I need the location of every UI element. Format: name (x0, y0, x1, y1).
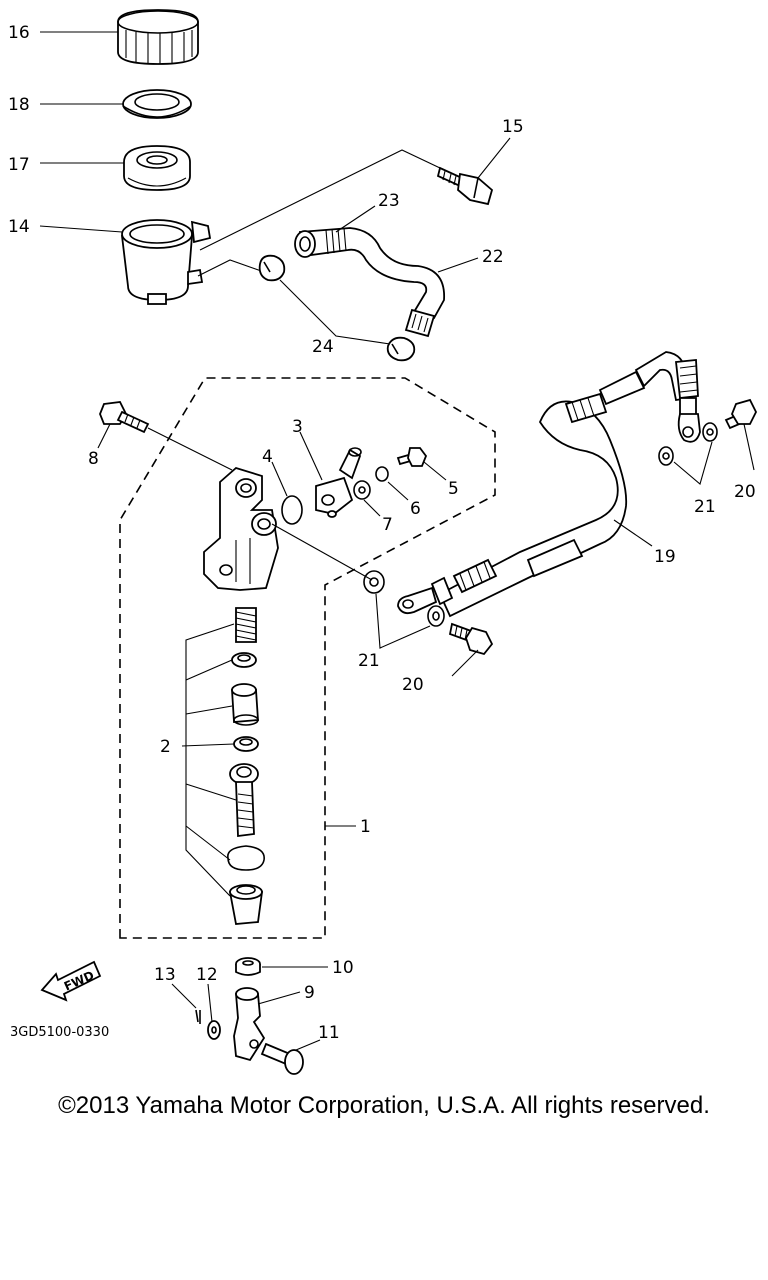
callout-8: 8 (88, 449, 99, 469)
part-11-pin (260, 1042, 304, 1075)
part-1-assembly-boundary (119, 377, 496, 939)
exploded-view-drawing: FWD 16 18 17 14 15 23 22 24 3 4 8 5 6 7 … (8, 9, 758, 1075)
part-21-washer-upper (658, 422, 718, 466)
part-6-washer (375, 466, 389, 482)
callout-2: 2 (160, 737, 171, 757)
master-cylinder-body (203, 466, 279, 591)
part-code: 3GD5100-0330 (10, 1025, 109, 1040)
callout-20-lower: 20 (402, 675, 424, 695)
callout-11: 11 (318, 1023, 340, 1043)
part-16-reservoir-cap (117, 9, 199, 65)
part-22-23-reservoir-hose (294, 227, 445, 338)
callout-16: 16 (8, 23, 30, 43)
part-19-brake-hose (397, 351, 701, 618)
part-14-reservoir (120, 219, 212, 305)
callout-18: 18 (8, 95, 30, 115)
callout-22: 22 (482, 247, 504, 267)
callout-14: 14 (8, 217, 30, 237)
part-2-piston-kit (227, 607, 265, 925)
callout-10: 10 (332, 958, 354, 978)
part-12-washer (207, 1020, 221, 1040)
part-20-union-bolt-lower (448, 622, 494, 656)
part-24-hose-clip (258, 254, 416, 362)
part-18-diaphragm-plate (122, 89, 192, 119)
part-20-union-bolt-upper (724, 398, 758, 430)
callout-15: 15 (502, 117, 524, 137)
part-7-washer (353, 480, 371, 500)
copyright-notice: ©2013 Yamaha Motor Corporation, U.S.A. A… (58, 1092, 710, 1119)
callout-20-upper: 20 (734, 482, 756, 502)
callout-4: 4 (262, 447, 273, 467)
part-15-bolt (436, 166, 494, 206)
callout-19: 19 (654, 547, 676, 567)
fwd-arrow-icon: FWD (40, 960, 102, 1002)
part-8-bolt (99, 401, 150, 434)
callout-17: 17 (8, 155, 30, 175)
part-4-o-ring (281, 495, 303, 525)
part-21-washer-lower (363, 570, 445, 627)
callout-7: 7 (382, 515, 393, 535)
callout-23: 23 (378, 191, 400, 211)
callout-21-lower: 21 (358, 651, 380, 671)
part-10-nut (235, 957, 261, 976)
callout-13: 13 (154, 965, 176, 985)
callout-12: 12 (196, 965, 218, 985)
callout-1: 1 (360, 817, 371, 837)
callout-6: 6 (410, 499, 421, 519)
callout-21-upper: 21 (694, 497, 716, 517)
callout-9: 9 (304, 983, 315, 1003)
part-5-screw (396, 447, 428, 467)
part-3-hose-joint (315, 447, 362, 518)
part-17-diaphragm (123, 145, 191, 191)
callout-24: 24 (312, 337, 334, 357)
callout-3: 3 (292, 417, 303, 437)
callout-5: 5 (448, 479, 459, 499)
part-13-cotter-pin (195, 1009, 201, 1024)
part-9-clevis (233, 987, 266, 1062)
